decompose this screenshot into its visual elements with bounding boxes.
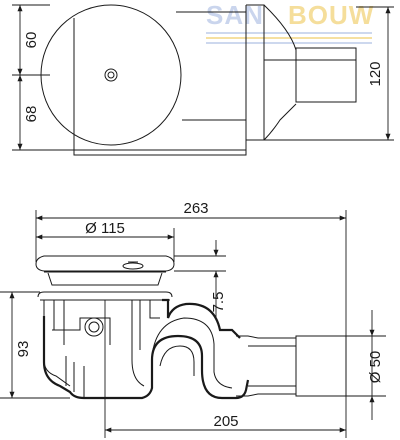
side-trap-upper-outline xyxy=(162,298,241,339)
dim-label-115: Ø 115 xyxy=(85,220,125,237)
side-body-ribs xyxy=(53,300,141,360)
side-cleanout-outer xyxy=(84,317,104,337)
top-housing-outline xyxy=(73,5,247,151)
side-outlet-pipe xyxy=(295,335,347,397)
dim-label-120: 120 xyxy=(367,61,384,86)
dim-label-7-5: 7.5 xyxy=(210,292,227,313)
dim-label-263: 263 xyxy=(183,200,208,217)
dim-label-205: 205 xyxy=(213,413,238,430)
dim-label-93: 93 xyxy=(15,341,32,358)
top-center-knob-inner xyxy=(107,71,115,79)
side-cleanout-inner xyxy=(88,321,100,333)
dim-label-60: 60 xyxy=(23,32,40,49)
side-cover xyxy=(35,255,175,272)
top-outlet-pipe xyxy=(295,47,357,103)
watermark-text-right: BOUW xyxy=(288,0,374,30)
watermark-stripes xyxy=(206,32,372,44)
dim-label-68: 68 xyxy=(23,106,40,123)
dim-label-50: Ø 50 xyxy=(367,351,384,384)
top-cover-circle xyxy=(40,4,182,146)
side-body-rim xyxy=(47,272,163,286)
side-cover-knob xyxy=(122,262,144,270)
top-housing-base xyxy=(73,150,247,156)
side-view: 263 Ø 115 7.5 93 Ø 50 205 xyxy=(0,200,386,438)
top-view: 60 68 120 xyxy=(12,4,394,156)
side-outlet-collar xyxy=(236,335,297,397)
side-trap-inner xyxy=(131,317,233,389)
side-flange xyxy=(37,291,173,298)
side-trap-outline xyxy=(42,316,250,400)
side-trap-inner-loop xyxy=(159,345,195,376)
side-body-bottom-ribs xyxy=(65,356,85,398)
top-outlet-upper-curve xyxy=(263,4,297,51)
side-body-right-step xyxy=(149,300,160,319)
side-body-inner xyxy=(52,317,111,345)
top-center-knob-outer xyxy=(104,68,118,82)
top-outlet-lower-curve xyxy=(263,103,297,141)
